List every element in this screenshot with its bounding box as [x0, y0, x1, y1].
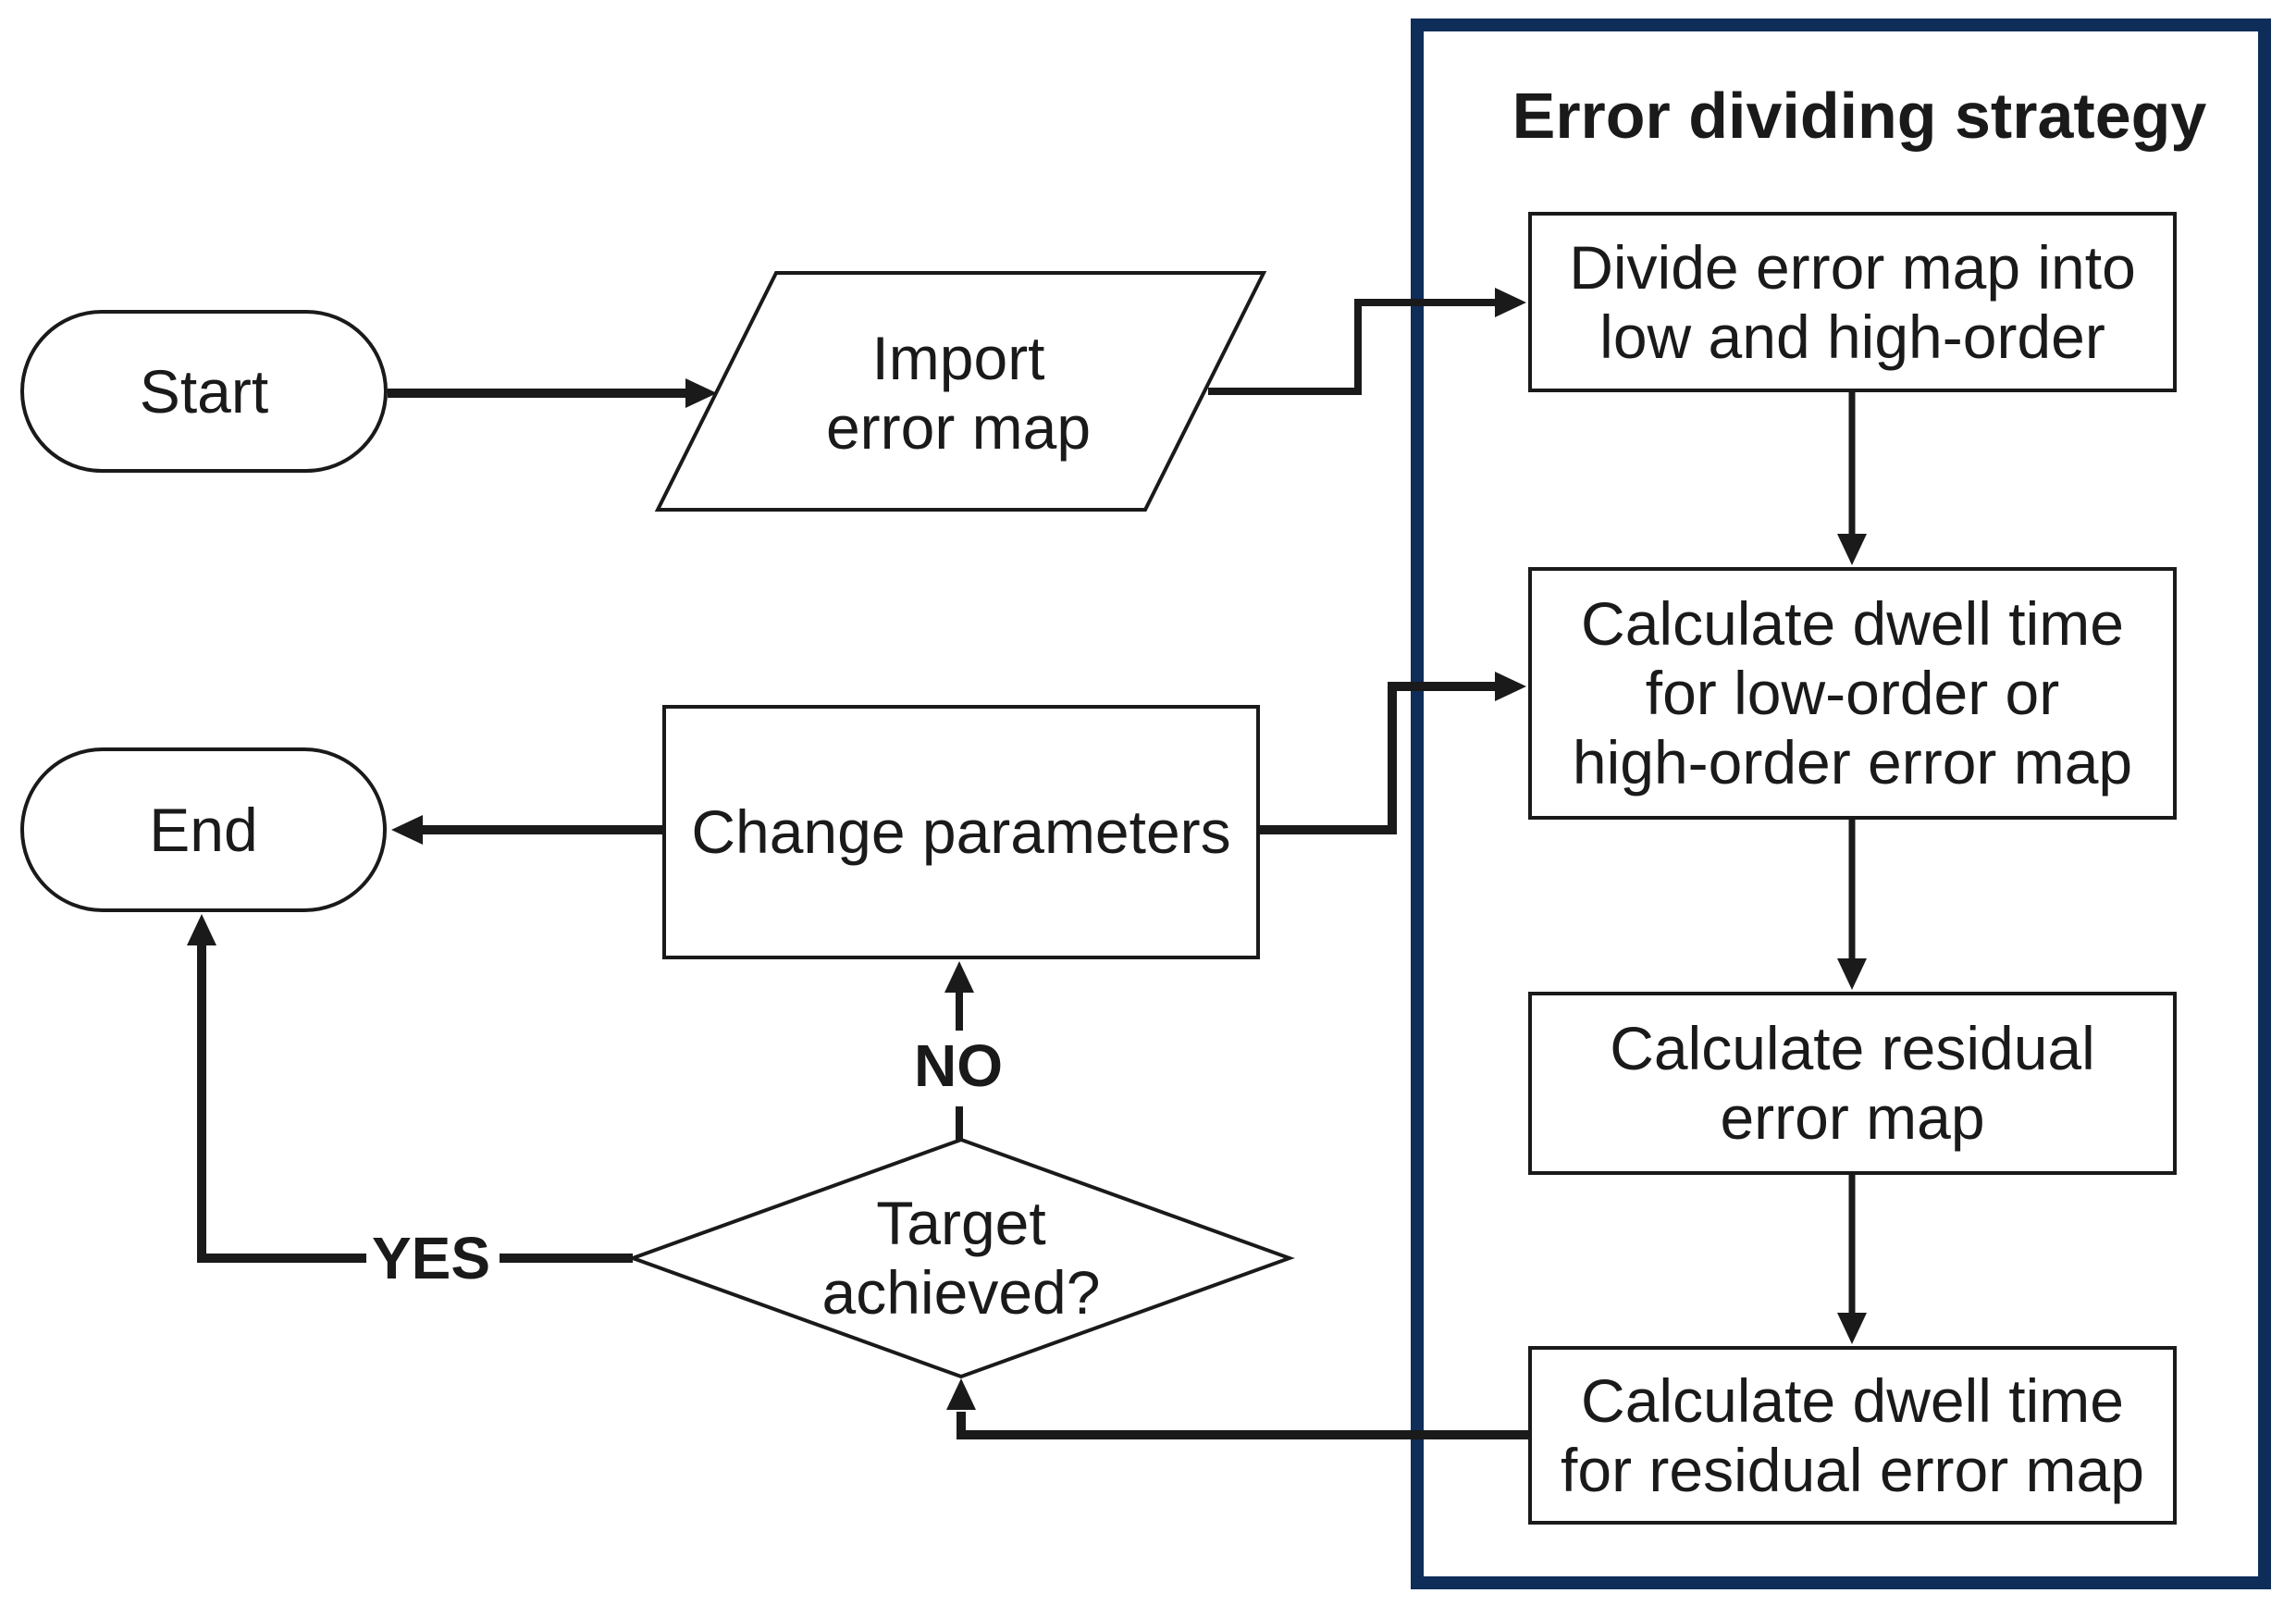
calc-residual-line-2: error map — [1720, 1083, 1985, 1152]
arrowhead-import-to-divide — [1495, 288, 1526, 317]
end-node: End — [20, 747, 387, 912]
decision-line-2: achieved? — [821, 1258, 1101, 1327]
import-line-1: Import — [871, 324, 1045, 392]
change-parameters-label: Change parameters — [691, 797, 1231, 866]
start-node: Start — [20, 310, 388, 473]
import-parallelogram-shape — [654, 271, 1267, 512]
arrowhead-change-to-end — [391, 815, 423, 845]
arrowhead-dwellres-to-decision — [946, 1378, 976, 1410]
arrowhead-yes-to-end — [187, 914, 216, 945]
calc-dwell-low-high-line-2: for low-order or — [1645, 659, 2060, 727]
calc-dwell-low-high-line-3: high-order error map — [1572, 728, 2133, 797]
change-parameters-node: Change parameters — [662, 705, 1260, 959]
yes-label: YES — [371, 1225, 491, 1291]
decision-node: Target achieved? — [730, 1147, 1192, 1369]
arrowhead-no-to-change — [944, 961, 974, 993]
arrowhead-change-to-dwell — [1495, 672, 1526, 701]
error-dividing-strategy-panel — [1411, 19, 2271, 1589]
arrowhead-residual-to-dwellres — [1837, 1313, 1867, 1344]
calc-dwell-residual-line-2: for residual error map — [1561, 1435, 2144, 1504]
edge-import-to-divide — [1208, 299, 1497, 395]
divide-line-1: Divide error map into — [1569, 232, 2136, 302]
decision-line-1: Target — [876, 1189, 1046, 1257]
calc-residual-node: Calculate residual error map — [1528, 992, 2177, 1175]
import-error-map-node: Import error map — [727, 278, 1190, 509]
edge-dwellres-to-decision — [957, 1412, 1528, 1439]
no-label: NO — [914, 1032, 1003, 1099]
start-label: Start — [139, 356, 269, 426]
calc-dwell-low-high-node: Calculate dwell time for low-order or hi… — [1528, 567, 2177, 820]
divide-error-map-node: Divide error map into low and high-order — [1528, 212, 2177, 392]
panel-title: Error dividing strategy — [1512, 80, 2207, 152]
arrowhead-dwell-to-residual — [1837, 958, 1867, 990]
calc-dwell-residual-line-1: Calculate dwell time — [1581, 1365, 2124, 1435]
calc-residual-line-1: Calculate residual — [1610, 1014, 2095, 1082]
calc-dwell-low-high-line-1: Calculate dwell time — [1581, 589, 2124, 658]
end-label: End — [149, 795, 258, 864]
calc-dwell-residual-node: Calculate dwell time for residual error … — [1528, 1346, 2177, 1525]
decision-diamond-shape — [627, 1137, 1295, 1379]
arrowhead-divide-to-dwell — [1837, 534, 1867, 565]
import-line-2: error map — [825, 393, 1092, 462]
arrowhead-start-to-import — [685, 378, 717, 408]
edge-change-to-dwell — [1260, 682, 1497, 834]
divide-line-2: low and high-order — [1599, 302, 2105, 371]
